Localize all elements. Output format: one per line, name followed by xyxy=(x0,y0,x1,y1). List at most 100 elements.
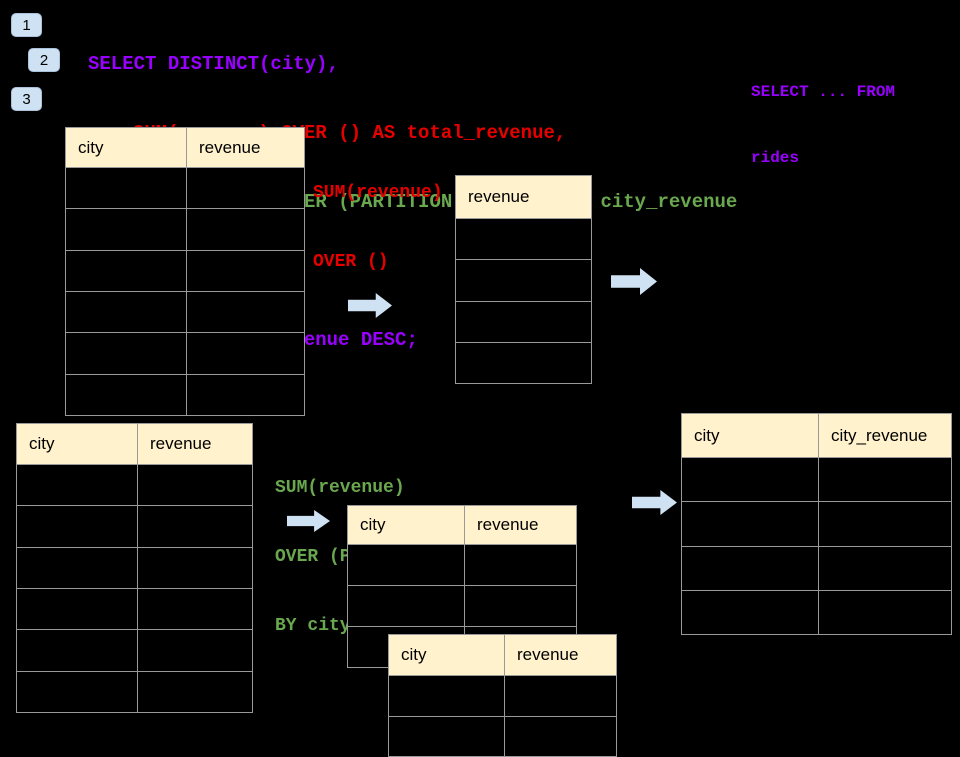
table-cell xyxy=(66,333,186,373)
table-row xyxy=(66,168,304,210)
table-cell xyxy=(17,465,137,505)
arrow-right-icon xyxy=(348,293,392,318)
table-row xyxy=(456,302,591,343)
table-header-row: city revenue xyxy=(17,424,252,465)
table-body xyxy=(389,676,616,756)
table-cell xyxy=(66,375,186,415)
table-cell xyxy=(137,671,252,712)
side-note-line2: rides xyxy=(751,149,800,167)
column-header-revenue: revenue xyxy=(464,506,576,544)
table-row xyxy=(682,590,951,634)
table-row xyxy=(66,374,304,415)
table-header-row: city city_revenue xyxy=(682,414,951,458)
table-cell xyxy=(682,502,818,545)
table-cell xyxy=(17,506,137,546)
column-header-city: city xyxy=(401,645,427,664)
table-cell xyxy=(504,716,616,756)
table-body xyxy=(66,168,304,415)
table-cell xyxy=(186,374,304,415)
table-cell xyxy=(17,548,137,588)
table-body xyxy=(682,458,951,634)
table-source-top: city revenue xyxy=(65,127,305,416)
table-row xyxy=(17,671,252,712)
table-row xyxy=(66,209,304,251)
table-cell xyxy=(504,676,616,716)
table-row xyxy=(456,219,591,261)
side-note-select-from: SELECT ... FROM rides xyxy=(751,37,895,191)
column-header-city: city xyxy=(29,434,55,453)
step-badge-3: 3 xyxy=(11,87,42,111)
table-cell xyxy=(464,586,576,626)
table-cell xyxy=(464,545,576,585)
annotation-partition-line1: SUM(revenue) xyxy=(275,478,405,498)
table-header-row: revenue xyxy=(456,176,591,219)
table-cell xyxy=(186,333,304,374)
table-partition-overlay: city revenue xyxy=(388,634,617,757)
table-row xyxy=(66,291,304,334)
table-cell xyxy=(818,546,951,590)
table-cell xyxy=(456,302,591,342)
table-cell xyxy=(66,292,186,332)
column-header-city: city xyxy=(694,425,720,445)
sql-line-select: SELECT DISTINCT(city), xyxy=(88,53,339,75)
table-row xyxy=(17,588,252,631)
annotation-total-revenue: SUM(revenue) OVER () xyxy=(313,136,443,297)
table-cell xyxy=(17,672,137,712)
column-header-city-revenue: city_revenue xyxy=(818,414,951,457)
table-cell xyxy=(137,630,252,671)
annotation-total-line1: SUM(revenue) xyxy=(313,183,443,203)
table-cell xyxy=(66,251,186,291)
table-row xyxy=(17,547,252,589)
table-cell xyxy=(186,291,304,333)
table-row xyxy=(348,586,576,627)
table-cell xyxy=(186,209,304,250)
table-row xyxy=(17,465,252,507)
table-row xyxy=(456,343,591,383)
table-total-revenue-result: revenue xyxy=(455,175,592,384)
table-cell xyxy=(66,168,186,208)
table-row xyxy=(682,502,951,547)
table-body xyxy=(17,465,252,712)
table-row xyxy=(456,260,591,302)
column-header-revenue: revenue xyxy=(468,187,530,206)
table-cell xyxy=(348,545,464,585)
table-cell xyxy=(682,547,818,590)
table-cell xyxy=(137,547,252,588)
table-cell xyxy=(682,458,818,501)
table-row xyxy=(348,545,576,586)
arrow-right-icon xyxy=(632,490,677,515)
table-cell xyxy=(682,591,818,634)
table-cell xyxy=(17,630,137,670)
table-cell xyxy=(137,465,252,506)
column-header-revenue: revenue xyxy=(186,128,304,167)
table-cell xyxy=(456,260,591,300)
table-cell xyxy=(818,502,951,546)
table-row xyxy=(682,458,951,503)
table-row xyxy=(17,506,252,548)
table-body xyxy=(456,219,591,383)
column-header-revenue: revenue xyxy=(137,424,252,464)
arrow-right-icon xyxy=(287,510,330,532)
table-header-row: city revenue xyxy=(348,506,576,545)
table-row xyxy=(389,716,616,757)
step-badge-1: 1 xyxy=(11,13,42,37)
table-cell xyxy=(818,458,951,502)
arrow-right-icon xyxy=(611,268,657,295)
table-row xyxy=(66,250,304,292)
table-cell xyxy=(456,219,591,259)
table-cell xyxy=(348,586,464,626)
table-cell xyxy=(389,717,504,757)
table-cell xyxy=(66,209,186,249)
step-badge-2: 2 xyxy=(28,48,60,72)
table-cell xyxy=(186,168,304,209)
table-cell xyxy=(818,590,951,634)
table-cell xyxy=(137,506,252,547)
table-cell xyxy=(389,676,504,716)
table-row xyxy=(17,630,252,672)
table-source-bottom: city revenue xyxy=(16,423,253,713)
column-header-city: city xyxy=(78,137,104,157)
table-cell xyxy=(137,588,252,630)
annotation-total-line2: OVER () xyxy=(313,252,389,272)
table-header-row: city revenue xyxy=(66,128,304,168)
table-cell xyxy=(456,343,591,383)
